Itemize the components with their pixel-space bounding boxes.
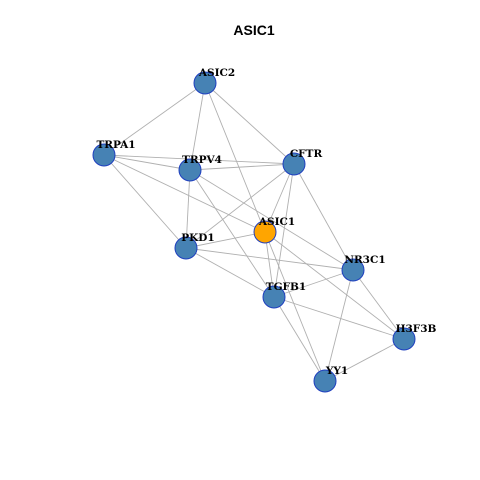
edge-asic1-h3f3b — [264, 231, 405, 340]
edge-asic2-cftr — [204, 82, 295, 165]
node-label-nr3c1: NR3C1 — [344, 254, 385, 266]
node-asic2 — [193, 71, 217, 95]
edge-trpv4-cftr — [189, 163, 295, 171]
edge-trpv4-nr3c1 — [189, 169, 354, 271]
edge-nr3c1-yy1 — [324, 269, 354, 382]
node-tgfb1 — [262, 285, 286, 309]
edge-asic2-asic1 — [204, 82, 266, 233]
node-asic1 — [253, 220, 277, 244]
node-trpv4 — [178, 158, 202, 182]
edge-tgfb1-yy1 — [273, 296, 326, 382]
node-label-yy1: YY1 — [325, 365, 348, 377]
node-label-trpa1: TRPA1 — [96, 139, 135, 151]
graph-title: ASIC1 — [233, 22, 274, 38]
node-yy1 — [313, 369, 337, 393]
edge-cftr-pkd1 — [185, 163, 295, 249]
edge-trpa1-trpv4 — [103, 154, 191, 171]
edge-trpa1-pkd1 — [103, 154, 187, 249]
node-label-h3f3b: H3F3B — [396, 323, 437, 335]
edge-trpv4-tgfb1 — [189, 169, 275, 298]
edges-layer — [103, 82, 405, 382]
edge-nr3c1-h3f3b — [352, 269, 405, 340]
node-label-tgfb1: TGFB1 — [266, 281, 306, 293]
node-label-pkd1: PKD1 — [181, 232, 214, 244]
node-trpa1 — [92, 143, 116, 167]
node-label-cftr: CFTR — [290, 148, 323, 160]
edge-nr3c1-tgfb1 — [273, 269, 354, 298]
edge-cftr-tgfb1 — [273, 163, 295, 298]
edge-asic1-pkd1 — [185, 231, 266, 249]
edge-trpa1-cftr — [103, 154, 295, 165]
edge-cftr-nr3c1 — [293, 163, 354, 271]
edge-pkd1-nr3c1 — [185, 247, 354, 271]
edge-asic1-yy1 — [264, 231, 326, 382]
node-label-trpv4: TRPV4 — [182, 154, 222, 166]
edge-trpa1-asic1 — [103, 154, 266, 233]
edge-tgfb1-h3f3b — [273, 296, 405, 340]
edge-cftr-asic1 — [264, 163, 295, 233]
edge-asic2-trpv4 — [189, 82, 206, 171]
edge-h3f3b-yy1 — [324, 338, 405, 382]
nodes-layer — [92, 71, 416, 393]
node-pkd1 — [174, 236, 198, 260]
node-label-asic2: ASIC2 — [198, 67, 235, 79]
edge-pkd1-tgfb1 — [185, 247, 275, 298]
edge-trpv4-pkd1 — [185, 169, 191, 249]
edge-asic2-trpa1 — [103, 82, 206, 156]
node-label-asic1: ASIC1 — [258, 216, 295, 228]
node-nr3c1 — [341, 258, 365, 282]
node-h3f3b — [392, 327, 416, 351]
node-cftr — [282, 152, 306, 176]
